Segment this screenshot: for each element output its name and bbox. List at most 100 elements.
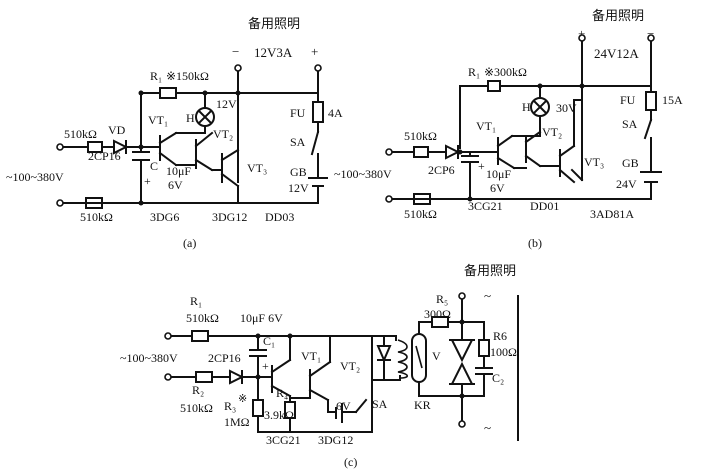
c-switch-sa	[354, 335, 373, 414]
c-tilde-top: ~	[484, 288, 491, 303]
c-sa-label: SA	[372, 397, 388, 411]
c-terminal-in2	[164, 373, 172, 381]
b-ac-input: ~100~380V	[334, 167, 392, 181]
b-supply-label: 24V12A	[594, 46, 639, 61]
b-bottom-resistor	[413, 193, 431, 205]
a-lamp-h: H	[186, 111, 195, 125]
a-junction	[138, 200, 144, 206]
a-vt1-label: VT₁	[148, 113, 168, 127]
a-input-resistor-label: 510kΩ	[64, 127, 97, 141]
a-junction	[235, 90, 241, 96]
b-vt3-label: VT₃	[584, 155, 604, 169]
c-vt1-part: 3CG21	[266, 433, 301, 447]
c-vt2-part: 3DG12	[318, 433, 353, 447]
b-diode	[445, 144, 461, 160]
b-lamp-cross	[532, 99, 548, 115]
b-fuse	[645, 91, 657, 111]
b-cap-plus: +	[478, 159, 485, 173]
a-backup-title: 备用照明	[248, 16, 300, 31]
c-vt1-label: VT₁	[301, 349, 321, 363]
c-snubber	[461, 321, 493, 397]
a-vt1-legs	[158, 131, 206, 167]
b-plus: +	[578, 26, 585, 41]
a-plus: +	[311, 44, 318, 59]
b-vt2	[513, 130, 542, 169]
b-junction	[579, 83, 585, 89]
c-r5-value: 300Ω	[424, 307, 451, 321]
a-battery-gb	[308, 177, 328, 187]
c-r1-label: R₁	[190, 294, 202, 308]
c-r6-resistor	[478, 339, 490, 357]
b-caption: (b)	[528, 236, 542, 250]
a-junction	[138, 144, 144, 150]
c-terminal-top	[458, 292, 466, 300]
a-vt3-part: DD03	[265, 210, 294, 224]
b-vt2-label: VT₂	[542, 125, 562, 139]
b-diode-part: 2CP6	[428, 163, 455, 177]
c-vt2-label: VT₂	[340, 359, 360, 373]
c-r3-resistor	[252, 399, 264, 417]
a-bottom-resistor	[85, 197, 103, 209]
c-kr-label: KR	[414, 398, 431, 412]
c-r1-value: 510kΩ	[186, 311, 219, 325]
a-vd-label: VD	[108, 123, 126, 137]
a-supply-label: 12V3A	[254, 45, 293, 60]
a-r1-resistor	[159, 87, 177, 99]
a-gb-label: GB	[290, 165, 307, 179]
a-fu-label: FU	[290, 106, 306, 120]
a-minus: −	[232, 44, 239, 59]
b-lamp-h: H	[522, 100, 531, 114]
b-fu-value: 15A	[662, 93, 683, 107]
c-r1-resistor	[191, 330, 209, 342]
a-junction	[138, 90, 144, 96]
b-junction	[457, 149, 463, 155]
a-switch-sa	[310, 130, 320, 156]
a-vt2-label: VT₂	[213, 127, 233, 141]
b-r1-value: ※300kΩ	[484, 65, 527, 79]
b-vt3-part: 3AD81A	[590, 207, 634, 221]
b-fu-label: FU	[620, 93, 636, 107]
c-backup-title: 备用照明	[464, 263, 516, 278]
c-c2-label: C₂	[492, 371, 504, 385]
c-coil-leads	[395, 335, 401, 381]
b-terminal-in1	[385, 148, 393, 156]
c-battery-voltage: 6V	[336, 399, 351, 413]
b-r1-resistor	[487, 80, 501, 92]
b-cap-value: 10μF	[486, 167, 511, 181]
b-capacitor	[461, 155, 479, 163]
c-junction	[459, 319, 465, 325]
c-triac-v	[449, 339, 475, 385]
c-junction	[287, 333, 293, 339]
a-ac-input: ~100~380V	[6, 170, 64, 184]
b-cap-voltage: 6V	[490, 181, 505, 195]
a-terminal-in2	[56, 199, 64, 207]
a-diode-vd	[113, 139, 129, 155]
b-terminal-in2	[385, 195, 393, 203]
c-r6-value: 100Ω	[490, 345, 517, 359]
a-fu-value: 4A	[328, 106, 343, 120]
c-junction	[459, 393, 465, 399]
b-battery-gb	[640, 171, 662, 183]
a-gb-value: 12V	[288, 181, 309, 195]
c-r2-label: R₂	[192, 383, 204, 397]
a-terminal-in1	[56, 143, 64, 151]
b-gb-value: 24V	[616, 177, 637, 191]
b-lamp-voltage: 30V	[556, 101, 577, 115]
a-cap-voltage: 6V	[168, 178, 183, 192]
a-r1-label: R₁	[150, 69, 162, 83]
a-terminal-neg	[234, 64, 242, 72]
c-terminal-in1	[164, 332, 172, 340]
c-r3-label: R₃	[224, 399, 236, 413]
c-r5-label: R₅	[436, 292, 448, 306]
a-vt2	[194, 131, 223, 172]
b-r1-label: R₁	[468, 65, 480, 79]
c-junction	[255, 374, 261, 380]
a-vt3-label: VT₃	[247, 161, 267, 175]
c-diode-part: 2CP16	[208, 351, 241, 365]
c-vt2	[308, 335, 332, 402]
a-capacitor-c	[132, 151, 150, 161]
c-r3-value: 1MΩ	[224, 415, 250, 429]
c-v-label: V	[432, 349, 441, 363]
b-vt2-part: DD01	[530, 199, 559, 213]
